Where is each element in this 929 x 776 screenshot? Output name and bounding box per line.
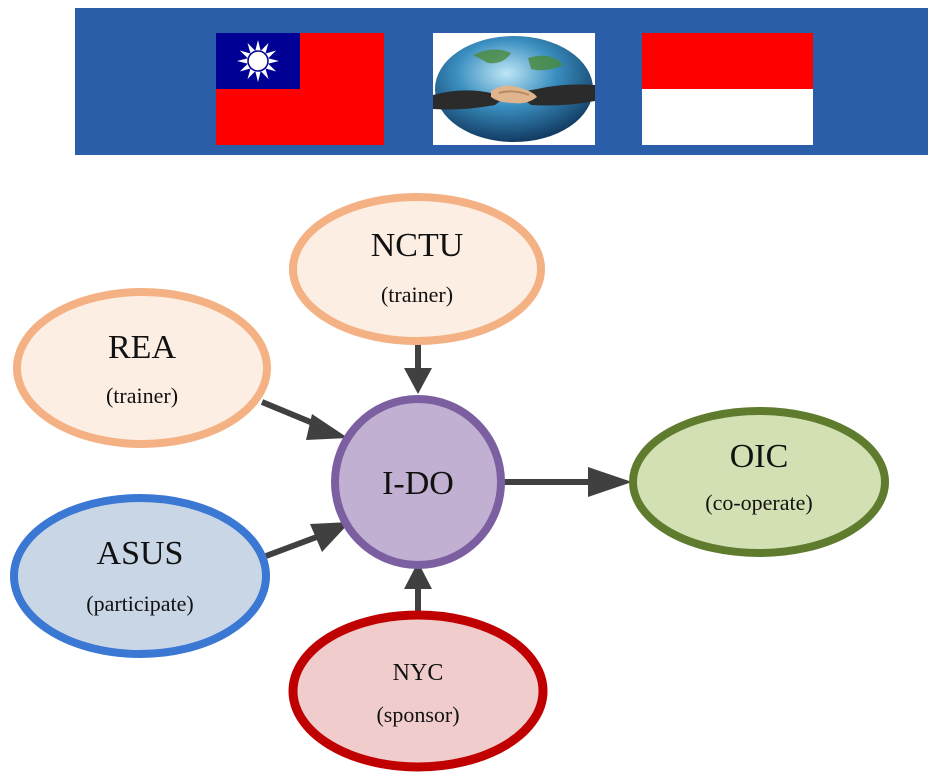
node-nyc-subtitle: (sponsor) [376, 702, 459, 727]
node-nctu-shape [289, 193, 545, 345]
node-nctu-subtitle: (trainer) [381, 282, 453, 307]
node-rea-title: REA [108, 329, 176, 366]
connector-arrows [260, 343, 632, 612]
node-oic-shape [629, 407, 889, 557]
node-asus-shape [10, 494, 270, 658]
node-asus-subtitle: (participate) [86, 591, 194, 616]
node-oic: OIC (co-operate) [629, 407, 889, 557]
node-oic-title: OIC [730, 438, 789, 475]
node-asus-title: ASUS [97, 535, 184, 572]
node-oic-subtitle: (co-operate) [705, 490, 812, 515]
taiwan-flag-icon [216, 33, 384, 145]
node-nyc: NYC (sponsor) [288, 610, 548, 772]
node-nyc-title: NYC [393, 660, 444, 686]
arrowhead-rea-to-ido [306, 414, 348, 440]
node-rea-shape [13, 288, 271, 448]
node-rea-subtitle: (trainer) [106, 383, 178, 408]
arrowhead-nctu-to-ido [404, 368, 432, 394]
node-ido-center: I-DO [331, 395, 505, 569]
arrow-asus-to-ido [264, 532, 324, 559]
node-nctu-title: NCTU [371, 227, 464, 264]
indonesia-flag-icon [642, 33, 813, 145]
globe-handshake-icon [433, 33, 595, 145]
node-nyc-shape [288, 610, 548, 772]
node-nctu: NCTU (trainer) [289, 193, 545, 345]
arrowhead-asus-to-ido [310, 522, 350, 552]
node-ido-title: I-DO [382, 465, 454, 502]
arrowhead-ido-to-oic [588, 467, 632, 497]
arrowhead-nyc-to-ido [404, 562, 432, 589]
header-banner [75, 8, 928, 155]
node-ido-shape [331, 395, 505, 569]
node-rea: REA (trainer) [13, 288, 271, 448]
node-asus: ASUS (participate) [10, 494, 270, 658]
